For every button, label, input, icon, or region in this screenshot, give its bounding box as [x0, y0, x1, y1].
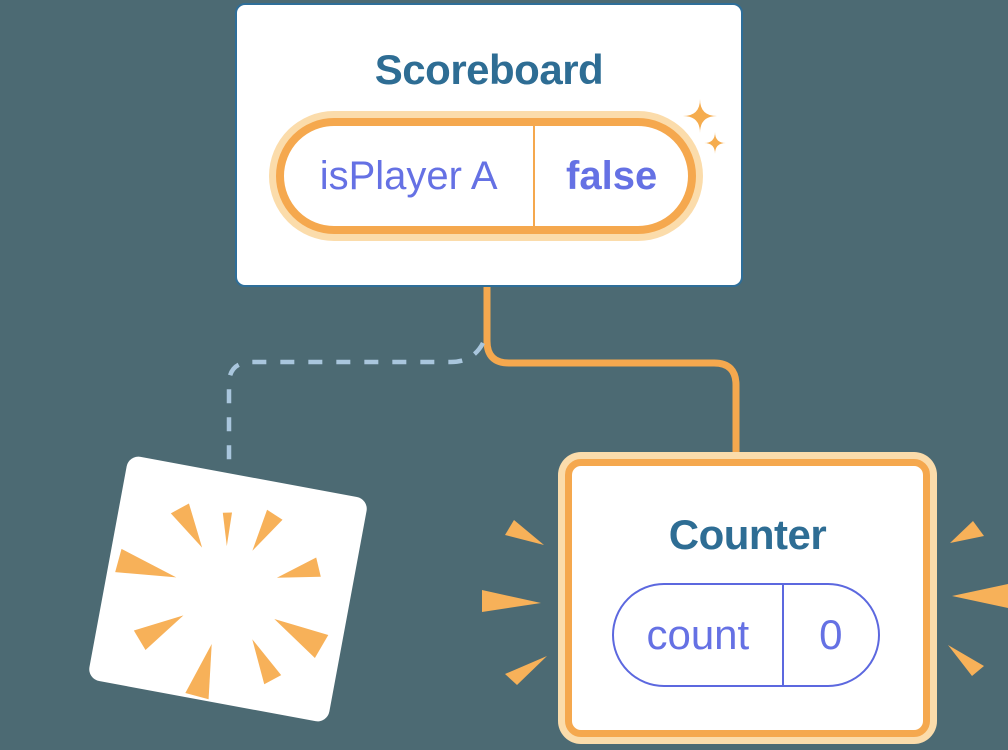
pill-divider	[533, 126, 536, 226]
pill-divider	[781, 585, 784, 685]
destroyed-component-card	[87, 454, 369, 724]
scoreboard-to-counter-connector	[483, 284, 740, 460]
counter-state-name: count	[646, 611, 750, 658]
explosion-burst-icon	[115, 503, 329, 700]
scoreboard-state-value: false	[566, 153, 658, 198]
scoreboard-state-name: isPlayer A	[319, 153, 498, 198]
counter-card: Counter count 0	[565, 459, 930, 737]
scoreboard-to-destroyed-dashed-connector	[226, 341, 485, 468]
scoreboard-state-pill: isPlayer A false	[276, 118, 696, 234]
counter-state-value: 0	[819, 611, 843, 658]
counter-state-pill: count 0	[612, 583, 880, 687]
scoreboard-card: Scoreboard isPlayer A false	[235, 3, 743, 287]
counter-title: Counter	[668, 511, 827, 558]
scoreboard-title: Scoreboard	[374, 46, 604, 93]
